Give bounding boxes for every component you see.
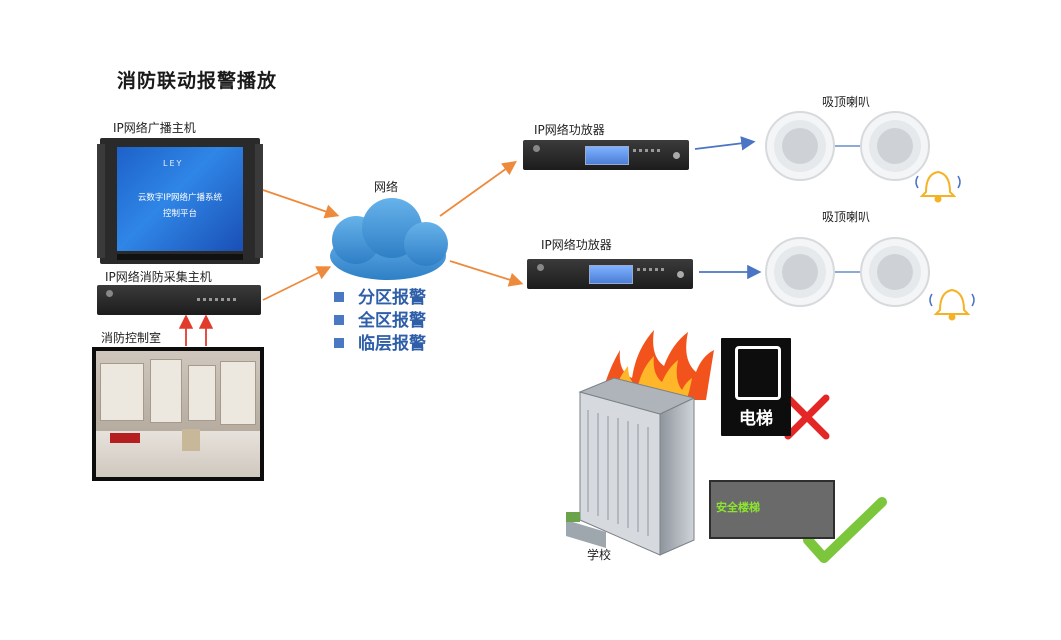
host-screen: LEY 云数字IP网络广播系统 控制平台 xyxy=(117,147,243,251)
ceiling-speaker-icon xyxy=(860,111,930,181)
network-cloud-icon xyxy=(330,198,448,280)
arrow-amp-top-to-speaker xyxy=(694,136,756,151)
fire-collector-label: IP网络消防采集主机 xyxy=(105,270,212,284)
speaker-top-label: 吸顶喇叭 xyxy=(822,95,871,109)
safe-stairs-sign-text: 安全楼梯 xyxy=(716,501,760,514)
cross-icon xyxy=(784,394,830,440)
network-label: 网络 xyxy=(374,180,399,194)
amp-top-label: IP网络功放器 xyxy=(534,123,605,137)
elevator-sign-text: 电梯 xyxy=(739,409,773,429)
arrow-host-to-network xyxy=(262,189,340,219)
feature-zone-alarm: 分区报警 xyxy=(334,283,426,308)
check-icon xyxy=(803,497,887,563)
amp-bottom-device xyxy=(527,259,693,289)
diagram-title: 消防联动报警播放 xyxy=(117,70,278,92)
amp-bottom-label: IP网络功放器 xyxy=(541,238,612,252)
elevator-sign: 电梯 xyxy=(721,338,791,436)
school-label: 学校 xyxy=(587,548,612,562)
arrow-network-to-amp-top xyxy=(439,160,517,217)
ceiling-speaker-icon xyxy=(765,237,835,307)
alarm-bell-icon xyxy=(929,288,975,321)
feature-adjacent-floor-alarm: 临层报警 xyxy=(334,329,426,354)
amp-top-device xyxy=(523,140,689,170)
arrow-network-to-amp-bottom xyxy=(449,260,524,287)
control-room-photo xyxy=(92,347,264,481)
alarm-bell-icon xyxy=(915,170,961,203)
arrow-collector-to-network xyxy=(262,266,332,301)
broadcast-host-device: LEY 云数字IP网络广播系统 控制平台 xyxy=(97,138,263,264)
host-screen-line1: 云数字IP网络广播系统 xyxy=(137,193,223,203)
control-room-label: 消防控制室 xyxy=(101,331,162,345)
speaker-bottom-label: 吸顶喇叭 xyxy=(822,210,871,224)
ceiling-speaker-icon xyxy=(765,111,835,181)
broadcast-host-label: IP网络广播主机 xyxy=(113,121,196,135)
host-screen-line2: 控制平台 xyxy=(162,209,197,219)
feature-all-zone-alarm: 全区报警 xyxy=(334,306,426,331)
host-logo: LEY xyxy=(163,159,184,168)
school-building-icon xyxy=(566,377,696,556)
elevator-icon xyxy=(735,346,781,400)
ceiling-speaker-icon xyxy=(860,237,930,307)
fire-collector-device xyxy=(97,285,261,315)
safe-stairs-sign: 安全楼梯 xyxy=(709,480,835,539)
